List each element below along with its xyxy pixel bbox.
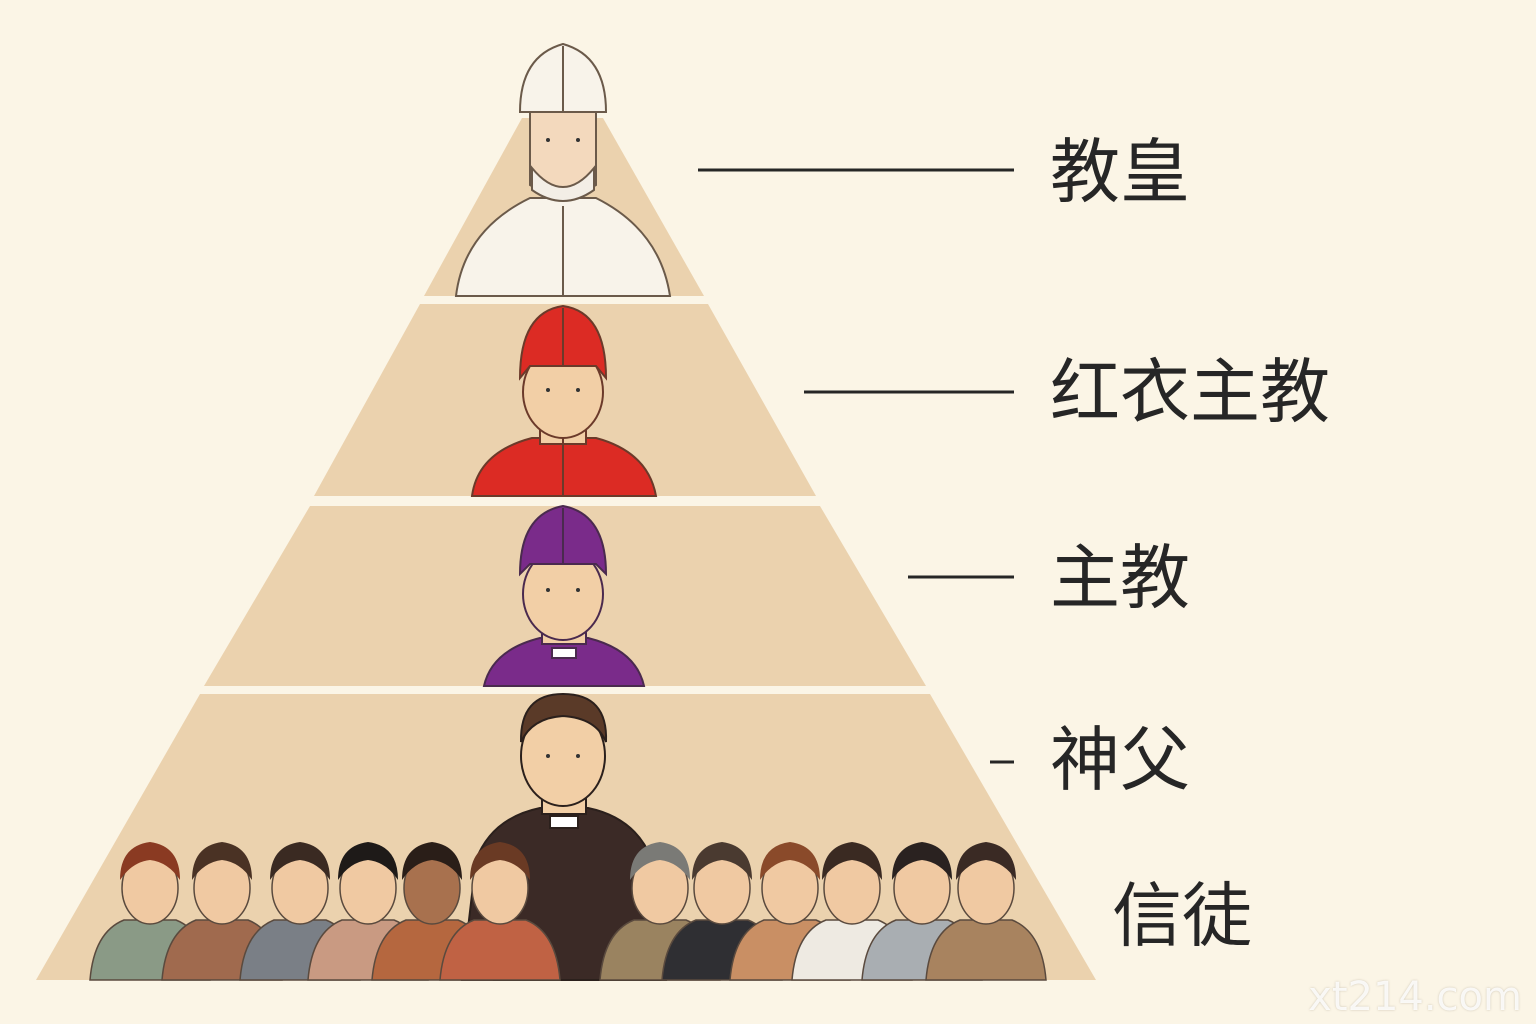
label-bishop: 主教: [1050, 537, 1190, 619]
label-faithful: 信徒: [1112, 875, 1252, 957]
cardinal-figure: [470, 304, 658, 497]
label-cardinal: 红衣主教: [1050, 351, 1330, 433]
bishop-figure: [482, 504, 646, 687]
label-pope: 教皇: [1050, 131, 1190, 213]
watermark: xt214.com: [1308, 974, 1522, 1020]
faithful-crowd: [89, 842, 1047, 981]
crowd-person: [925, 842, 1047, 981]
pope-figure: [454, 42, 672, 297]
label-priest: 神父: [1050, 719, 1190, 801]
crowd-person: [439, 842, 561, 981]
